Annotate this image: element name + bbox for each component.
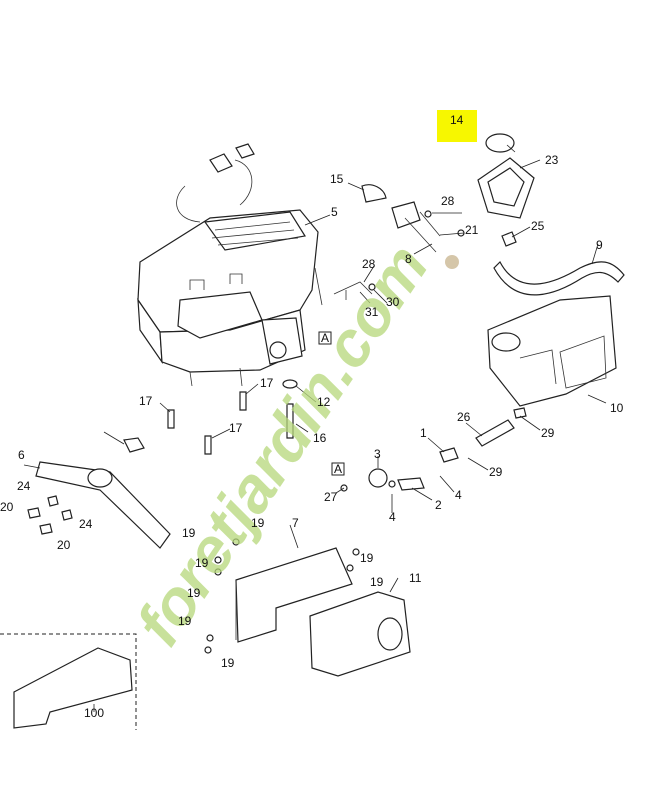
shield-100 — [0, 633, 137, 730]
highlight-box — [437, 110, 477, 142]
watermark-dot — [445, 255, 459, 269]
callout-17a[interactable]: 17 — [139, 394, 153, 408]
engine — [137, 143, 323, 387]
callout-19g[interactable]: 19 — [178, 614, 192, 628]
callout-1[interactable]: 1 — [420, 426, 427, 440]
callout-19a[interactable]: 19 — [182, 526, 196, 540]
callout-19h[interactable]: 19 — [221, 656, 235, 670]
callout-23[interactable]: 23 — [545, 153, 559, 167]
ref-marker-a2-label: A — [334, 462, 342, 476]
callout-17b[interactable]: 17 — [260, 376, 274, 390]
bolts — [167, 379, 298, 455]
ref-marker-a1-label: A — [321, 331, 329, 345]
callout-5[interactable]: 5 — [331, 205, 338, 219]
callout-19e[interactable]: 19 — [360, 551, 374, 565]
callout-19d[interactable]: 19 — [187, 586, 201, 600]
callout-19b[interactable]: 19 — [251, 516, 265, 530]
callout-6[interactable]: 6 — [18, 448, 25, 462]
callout-30[interactable]: 30 — [386, 295, 400, 309]
callout-100[interactable]: 100 — [84, 706, 104, 720]
callout-4a[interactable]: 4 — [455, 488, 462, 502]
callout-21[interactable]: 21 — [465, 223, 479, 237]
callout-9[interactable]: 9 — [596, 238, 603, 252]
callout-11[interactable]: 11 — [409, 571, 422, 585]
callout-17c[interactable]: 17 — [229, 421, 243, 435]
callout-28b[interactable]: 28 — [362, 257, 376, 271]
callout-28a[interactable]: 28 — [441, 194, 455, 208]
callout-10[interactable]: 10 — [610, 401, 624, 415]
fuel-lines — [340, 419, 515, 492]
callout-25[interactable]: 25 — [531, 219, 545, 233]
callout-20a[interactable]: 20 — [0, 500, 14, 514]
leader-lines — [23, 144, 607, 712]
ref-marker-a1: A — [318, 331, 332, 345]
callout-24b[interactable]: 24 — [79, 517, 93, 531]
callout-15[interactable]: 15 — [330, 172, 344, 186]
ref-marker-a2: A — [331, 462, 345, 476]
callout-4b[interactable]: 4 — [389, 510, 396, 524]
fuel-system — [477, 133, 625, 419]
callout-7[interactable]: 7 — [292, 516, 299, 530]
callout-26[interactable]: 26 — [457, 410, 471, 424]
callout-8[interactable]: 8 — [405, 252, 412, 266]
callout-27[interactable]: 27 — [324, 490, 338, 504]
exhaust-pipe — [27, 437, 171, 549]
callout-24a[interactable]: 24 — [17, 479, 31, 493]
callout-2[interactable]: 2 — [435, 498, 442, 512]
callout-labels: 15 5 23 28 21 25 9 8 28 30 31 10 17 17 1… — [0, 153, 624, 720]
callout-19f[interactable]: 19 — [370, 575, 384, 589]
callout-29a[interactable]: 29 — [541, 426, 555, 440]
callout-20b[interactable]: 20 — [57, 538, 71, 552]
callout-3[interactable]: 3 — [374, 447, 381, 461]
callout-19c[interactable]: 19 — [195, 556, 209, 570]
muffler-shield — [204, 538, 411, 677]
callout-31[interactable]: 31 — [365, 305, 379, 319]
callout-14[interactable]: 14 — [450, 113, 464, 127]
callout-16[interactable]: 16 — [313, 431, 327, 445]
callout-12[interactable]: 12 — [317, 395, 331, 409]
callout-29b[interactable]: 29 — [489, 465, 503, 479]
